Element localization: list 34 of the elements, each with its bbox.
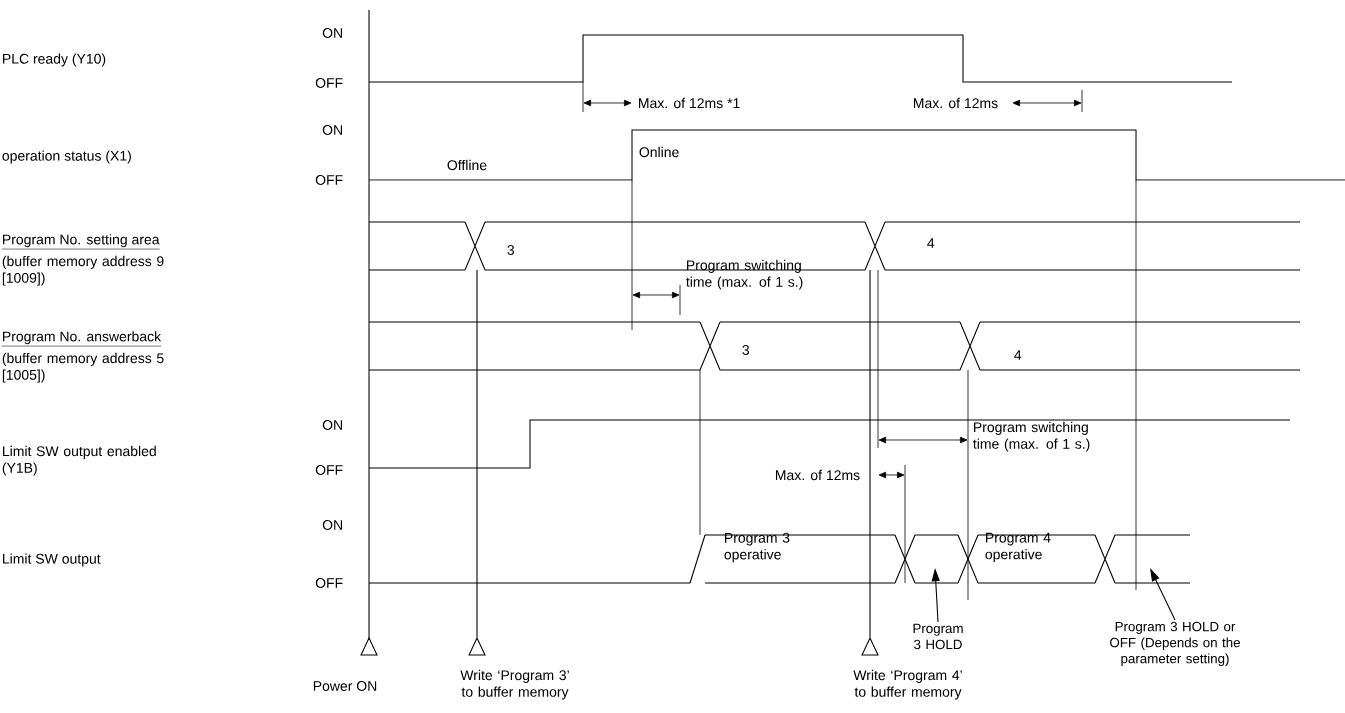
level-label: ON <box>322 28 342 38</box>
level-label: OFF <box>315 78 343 88</box>
signal-name: operation status (X1) <box>2 150 131 164</box>
timing-note: Max. of 12ms <box>913 97 998 109</box>
level-label: OFF <box>315 578 343 588</box>
timing-note: Max. of 12ms <box>775 469 860 481</box>
level-label: ON <box>322 125 342 135</box>
level-label: ON <box>322 420 342 430</box>
state-label: Program 4 operative <box>985 532 1051 563</box>
state-label: Program 3 operative <box>724 532 790 563</box>
state-label: Offline <box>447 159 487 171</box>
value-label: 3 <box>507 245 515 255</box>
signal-name: Program No. setting area <box>1 234 160 250</box>
value-label: 3 <box>742 345 750 355</box>
signal-description: (buffer memory address 9 [1009]) <box>2 255 164 286</box>
signal-name: Limit SW output <box>3 553 101 567</box>
signal-description: (buffer memory address 5 [1005]) <box>2 352 164 383</box>
value-label: 4 <box>1014 350 1022 360</box>
timing-note: Program switching time (max. of 1 s.) <box>686 259 803 290</box>
event-label: Power ON <box>313 681 377 691</box>
signal-name: Limit SW output enabled (Y1B) <box>2 445 156 476</box>
level-label: OFF <box>315 465 343 475</box>
annotation-text: Program 3 HOLD or OFF (Depends on the parameter setting) <box>1110 621 1240 666</box>
state-label: Online <box>639 146 679 158</box>
level-label: ON <box>322 520 342 530</box>
annotation-text: Program 3 HOLD <box>913 623 963 650</box>
signal-name: PLC ready (Y10) <box>3 53 106 67</box>
timing-note: Program switching time (max. of 1 s.) <box>973 421 1090 452</box>
timing-note: Max. of 12ms *1 <box>639 97 740 109</box>
value-label: 4 <box>927 238 935 248</box>
event-label: Write ‘Program 4’ to buffer memory <box>853 669 962 700</box>
signal-name: Program No. answerback <box>1 331 162 347</box>
level-label: OFF <box>315 175 343 185</box>
event-label: Write ‘Program 3’ to buffer memory <box>460 669 569 700</box>
